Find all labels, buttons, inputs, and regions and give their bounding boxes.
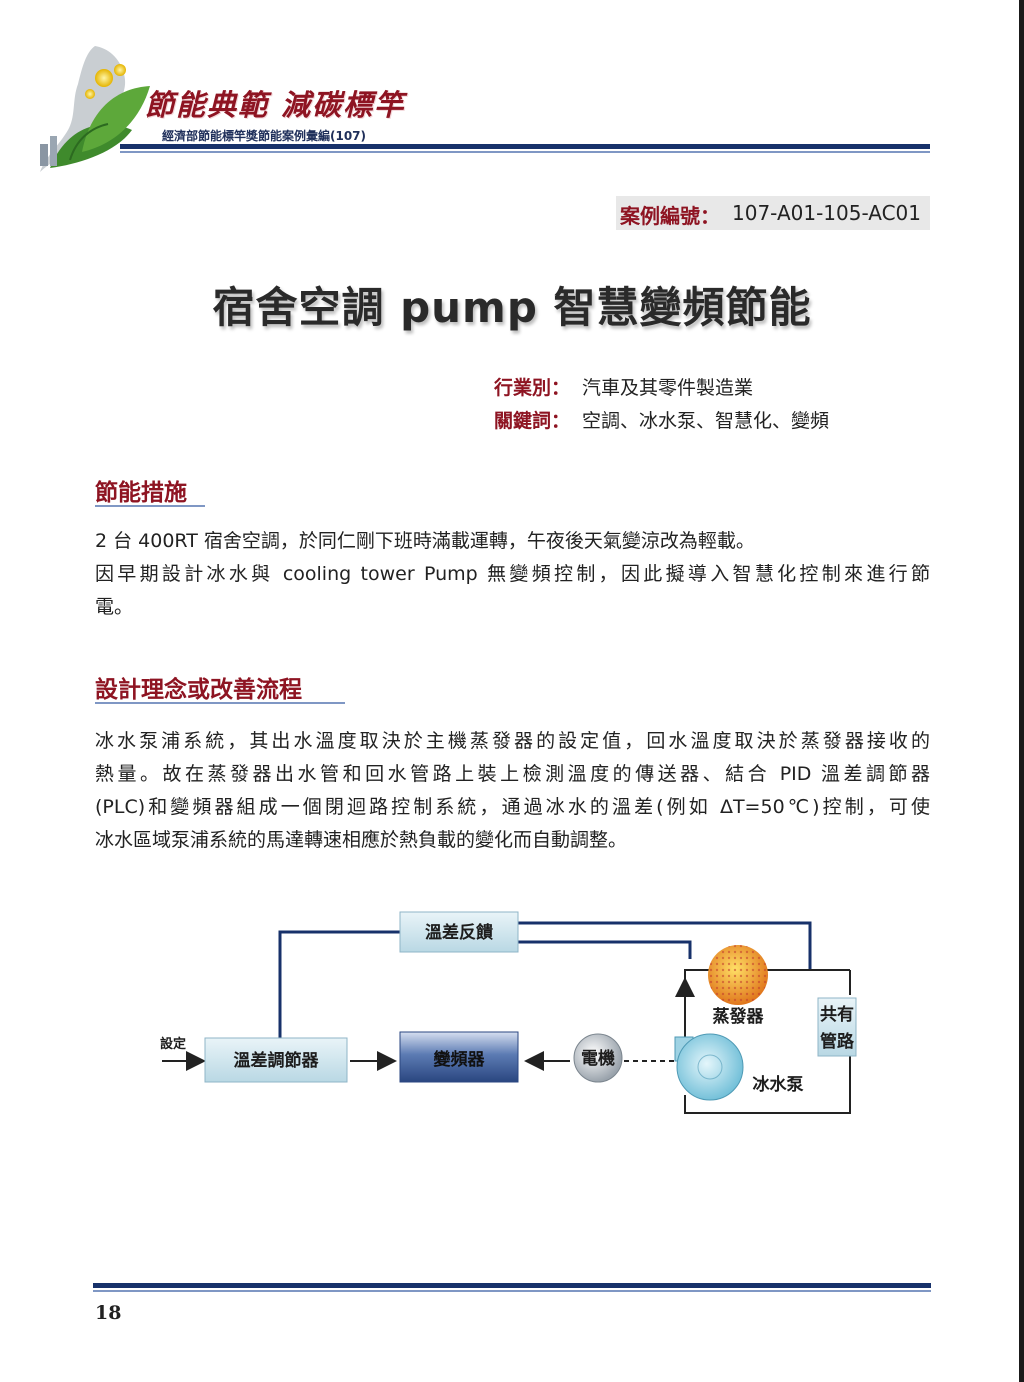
section-heading-underline — [95, 505, 205, 507]
feedback-label: 溫差反饋 — [425, 922, 494, 943]
loop-bottom — [684, 1015, 851, 1114]
paragraph-line: (PLC)和變頻器組成一個閉迴路控制系統，通過冰水的溫差(例如 ΔT=50℃)控… — [95, 796, 930, 818]
design-concept-paragraph: 冰水泵浦系統，其出水溫度取決於主機蒸發器的設定值，回水溫度取決於蒸發器接收的 熱… — [95, 725, 930, 857]
brand-title: 節能典範 減碳標竿 — [145, 88, 406, 122]
paragraph-line: 2 台 400RT 宿舍空調，於同仁剛下班時滿載運轉，午夜後天氣變涼改為輕載。 — [95, 530, 755, 552]
industry-value: 汽車及其零件製造業 — [582, 377, 754, 399]
industry-label: 行業別： — [494, 377, 571, 399]
document-title: 宿舍空調 pump 智慧變頻節能 — [212, 283, 812, 332]
case-id-label: 案例編號： — [620, 204, 720, 228]
inverter-box — [399, 1031, 519, 1083]
section-heading-underline — [95, 702, 345, 704]
footer-rule-thin — [93, 1290, 931, 1292]
case-id-box — [616, 196, 930, 230]
paragraph-line: 因早期設計冰水與 cooling tower Pump 無變頻控制，因此擬導入智… — [95, 563, 930, 585]
section-heading-energy-measures: 節能措施 — [95, 480, 187, 506]
feedback-line-evaporator — [518, 940, 692, 959]
motor-label: 電機 — [581, 1048, 615, 1069]
control-loop-diagram: 溫差反饋 設定 溫差調節器 變頻器 電機 蒸發器 共有 管路 — [150, 895, 870, 1125]
header-rule-thick — [120, 144, 930, 149]
shared-pipe-box — [817, 997, 857, 1057]
keywords-value: 空調、冰水泵、智慧化、變頻 — [582, 410, 830, 432]
shared-pipe-label-1: 共有 — [820, 1004, 854, 1025]
motor-circle — [573, 1033, 623, 1083]
section-heading-design-concept: 設計理念或改善流程 — [95, 677, 302, 703]
shared-pipe-label-2: 管路 — [820, 1031, 855, 1052]
pump-label: 冰水泵 — [753, 1074, 804, 1095]
feedback-line-right — [518, 921, 812, 970]
controller-label: 溫差調節器 — [234, 1050, 320, 1071]
page-number: 18 — [95, 1302, 122, 1324]
taiwan-leaf-logo — [20, 40, 170, 180]
paragraph-line: 電。 — [95, 596, 134, 618]
paragraph-line: 熱量。故在蒸發器出水管和回水管路上裝上檢測溫度的傳送器、結合 PID 溫差調節器 — [95, 763, 930, 785]
inverter-label: 變頻器 — [434, 1049, 486, 1070]
feedback-box — [399, 911, 519, 953]
controller-box — [204, 1037, 348, 1083]
brand-subtitle: 經濟部節能標竿獎節能案例彙編(107) — [162, 129, 367, 143]
paragraph-line: 冰水區域泵浦系統的馬達轉速相應於熱負載的變化而自動調整。 — [95, 829, 628, 851]
paragraph-line: 冰水泵浦系統，其出水溫度取決於主機蒸發器的設定值，回水溫度取決於蒸發器接收的 — [95, 730, 930, 752]
keywords-label: 關鍵詞： — [494, 410, 571, 432]
evaporator-label: 蒸發器 — [713, 1006, 765, 1027]
pump-circle — [676, 1033, 744, 1101]
case-id-value: 107-A01-105-AC01 — [732, 201, 921, 225]
footer-rule-thick — [93, 1283, 931, 1288]
energy-measures-paragraph: 2 台 400RT 宿舍空調，於同仁剛下班時滿載運轉，午夜後天氣變涼改為輕載。 … — [95, 525, 930, 624]
header-rule-thin — [120, 151, 930, 153]
setpoint-label: 設定 — [160, 1036, 186, 1052]
feedback-line-left — [278, 930, 400, 1038]
page-edge-shadow — [1019, 0, 1024, 1382]
